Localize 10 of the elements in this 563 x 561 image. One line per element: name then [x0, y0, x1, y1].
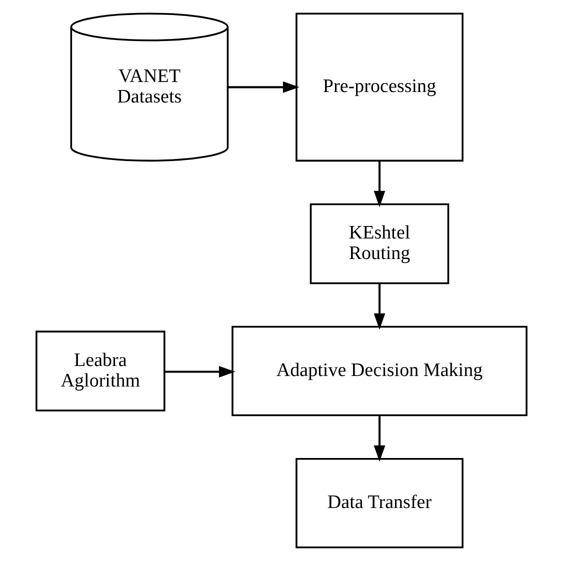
arrow — [164, 366, 236, 378]
arrow — [228, 81, 300, 93]
arrow — [374, 160, 386, 208]
node-box: Leabra Aglorithm — [36, 330, 166, 412]
node-box: Adaptive Decision Making — [232, 326, 528, 416]
arrow — [374, 415, 386, 462]
node-box: Pre-processing — [296, 12, 464, 162]
arrow — [374, 283, 386, 330]
node-box: Data Transfer — [296, 458, 464, 548]
node-box: KEshtel Routing — [310, 203, 450, 284]
